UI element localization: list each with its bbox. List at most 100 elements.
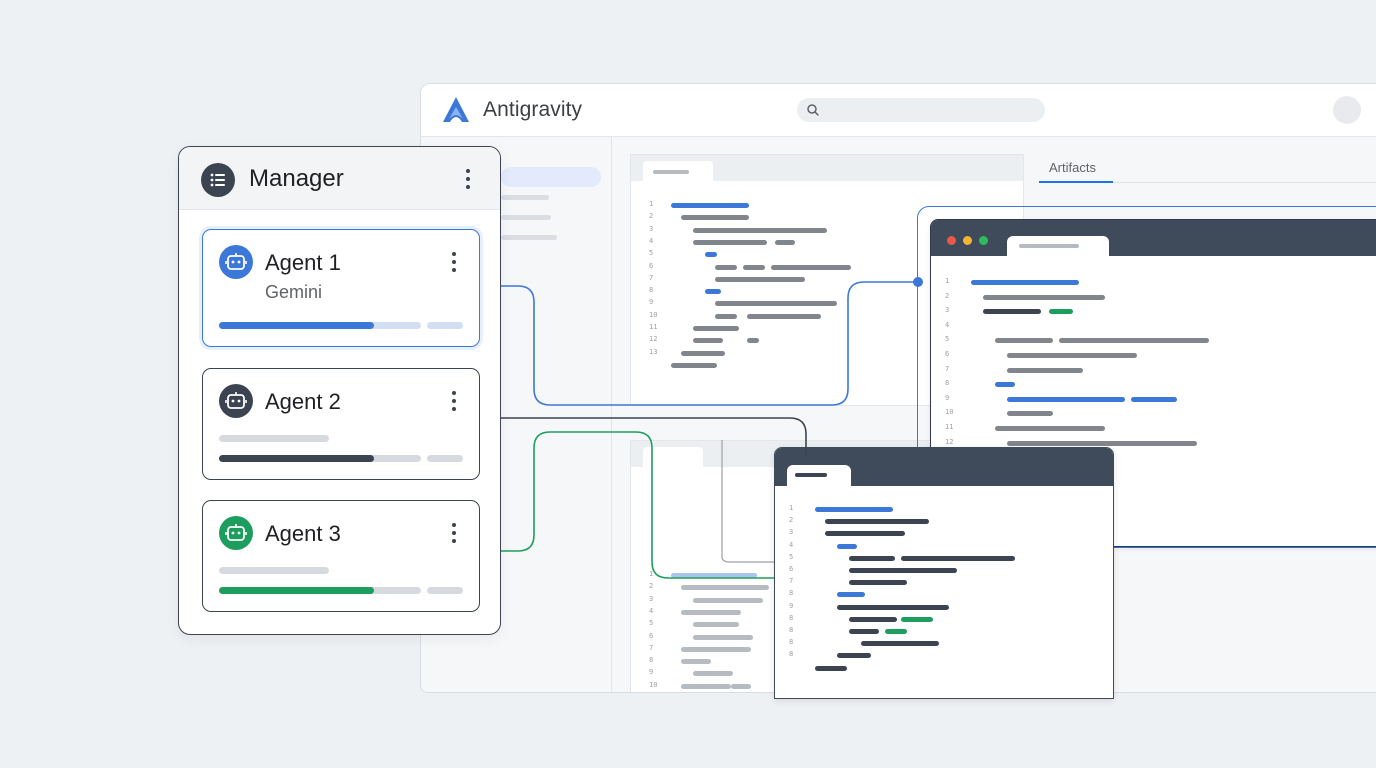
more-vert-icon[interactable] [451,252,457,274]
code-token [693,227,827,233]
browser-1-tab[interactable] [1007,236,1109,257]
tab-artifacts-indicator [1039,181,1113,183]
code-token [983,294,1105,300]
line-number: 4 [649,606,654,615]
code-token [837,543,857,549]
code-token [693,634,753,640]
code-token [837,653,871,659]
antigravity-logo-icon [443,97,469,122]
browser-2-tab[interactable] [787,465,851,487]
code-token [693,622,739,628]
manager-header: Manager [179,147,500,210]
close-dot-icon[interactable] [947,236,956,245]
robot-icon [219,245,253,279]
more-vert-icon[interactable] [451,391,457,413]
line-number: 6 [649,261,654,270]
more-vert-icon[interactable] [465,169,471,191]
line-number: 5 [789,552,794,561]
nav-item[interactable] [501,195,549,200]
minimize-dot-icon[interactable] [963,236,972,245]
line-number: 8 [945,379,950,388]
code-token [705,289,721,295]
nav-item-selected[interactable] [501,167,601,187]
more-vert-icon[interactable] [451,523,457,545]
line-number: 9 [789,601,794,610]
agent-name: Agent 1 [265,250,341,275]
nav-item[interactable] [501,215,551,220]
line-number: 1 [945,277,950,285]
search-bar[interactable] [797,98,1045,122]
code-token [971,280,1079,285]
line-number: 5 [649,249,654,258]
code-token [681,609,741,615]
code-token [1049,309,1073,315]
search-icon [807,104,819,116]
line-number: 2 [945,291,950,300]
line-number: 7 [649,643,654,652]
code-token [815,507,893,512]
code-token [775,239,795,245]
tab-artifacts[interactable]: Artifacts [1049,160,1096,175]
editor-tab-2[interactable] [643,447,703,469]
code-token [693,338,723,344]
code-token [995,426,1105,431]
code-token [715,301,837,307]
code-token [715,264,737,270]
line-number: 10 [945,408,954,417]
code-token [837,592,865,598]
agent-name: Agent 3 [265,521,341,546]
code-token [901,616,933,622]
agent-progress-segment [427,455,463,462]
tab-divider [1113,182,1376,183]
code-token [901,555,1015,561]
line-number: 11 [649,323,658,331]
line-number: 2 [649,582,654,591]
editor-tab[interactable] [643,161,713,183]
line-number: 7 [945,364,950,373]
agent-card-3[interactable]: Agent 3 [202,500,480,612]
code-token [715,276,805,282]
code-token [861,641,939,647]
code-token [995,338,1053,344]
agent-status-line [219,435,329,442]
code-token [671,203,749,208]
editor-tab-bar [631,155,1023,183]
line-number: 9 [945,393,950,402]
code-token [1059,338,1209,344]
maximize-dot-icon[interactable] [979,236,988,245]
code-token [1007,440,1197,446]
line-number: 1 [649,200,654,208]
line-number: 3 [649,224,654,233]
line-number: 4 [789,540,794,549]
manager-panel: Manager Agent 1 Gemini Agent 2 [178,146,501,635]
line-number: 13 [649,347,658,356]
code-token [771,264,851,270]
code-token [1007,367,1083,373]
line-number: 4 [945,320,950,329]
code-token [995,382,1015,388]
browser-2-toolbar [775,448,1113,487]
line-number: 3 [945,306,950,315]
code-token [825,519,929,525]
code-token [837,604,949,610]
line-number: 8 [789,626,794,634]
line-number: 1 [649,570,654,578]
code-token [747,338,759,344]
avatar[interactable] [1333,96,1361,124]
line-number: 8 [789,650,794,659]
agent-progress-bar [219,587,374,594]
line-number: 7 [649,273,654,282]
code-token [747,313,821,319]
nav-item[interactable] [501,235,557,240]
code-token [681,683,731,689]
code-token [693,326,739,331]
agent-card-2[interactable]: Agent 2 [202,368,480,480]
line-number: 3 [649,594,654,603]
line-number: 8 [789,589,794,598]
list-icon[interactable] [201,163,235,197]
manager-title: Manager [249,165,344,192]
robot-icon [219,516,253,550]
agent-card-1[interactable]: Agent 1 Gemini [202,229,480,347]
line-number: 8 [789,613,794,622]
line-number: 8 [789,638,794,647]
